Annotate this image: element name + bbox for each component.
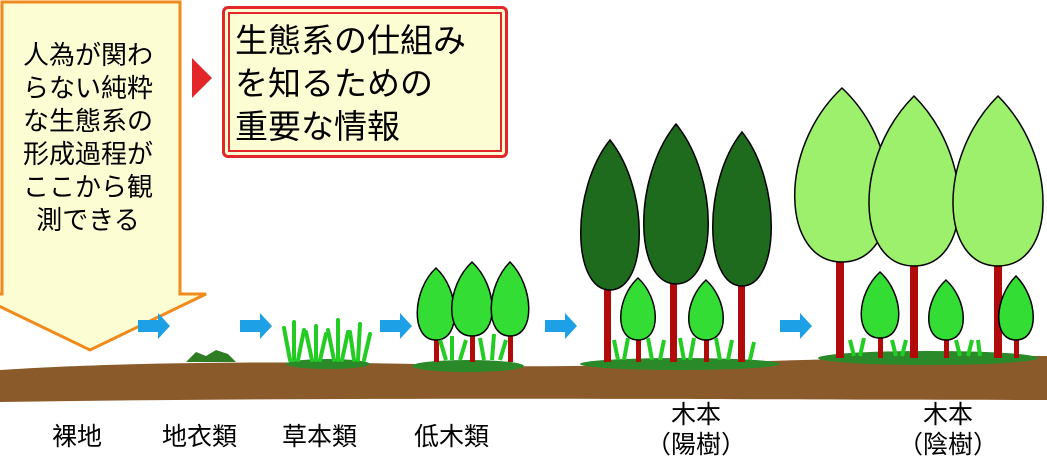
dark-tree	[580, 138, 640, 291]
stage-label-line: （陽樹）	[645, 430, 746, 459]
stage-label-line: 低木類	[414, 422, 490, 451]
callout-line: 形成過程が	[22, 140, 153, 170]
turf-herbs	[286, 359, 370, 369]
arrow-right-icon	[545, 313, 577, 339]
info-text: 生態系の仕組み を知るための 重要な情報	[235, 19, 466, 148]
stage-label-lichens: 地衣類	[162, 422, 237, 452]
arrow-right-icon	[780, 313, 812, 339]
callout-line: ここから観	[22, 173, 153, 203]
callout-line: な生態系の	[22, 107, 153, 137]
shrub-group	[416, 260, 530, 362]
turf-shade	[818, 351, 1038, 365]
callout-text: 人為が関わ らない純粋 な生態系の 形成過程が ここから観 測できる	[4, 40, 172, 238]
light-tree	[868, 94, 960, 267]
stage-label-shrubs: 低木類	[414, 422, 489, 452]
arrow-right-icon	[380, 313, 412, 339]
info-box: 生態系の仕組み を知るための 重要な情報	[222, 6, 508, 158]
shrub	[490, 260, 530, 337]
shrub	[451, 260, 493, 337]
shrub	[620, 276, 656, 341]
shrub	[860, 270, 900, 339]
lichen-patch	[186, 350, 236, 362]
info-line: 重要な情報	[235, 107, 400, 146]
sun-tree-group	[580, 122, 772, 362]
stage-label-line: 裸地	[52, 422, 103, 451]
info-line: 生態系の仕組み	[235, 21, 466, 60]
arrow-right-icon	[138, 313, 170, 339]
stage-label-bare-ground: 裸地	[52, 422, 102, 452]
stage-label-line: （陰樹）	[897, 430, 998, 459]
callout-line: 測できる	[36, 206, 140, 236]
dark-tree	[643, 122, 709, 285]
stage-label-line: 地衣類	[162, 422, 238, 451]
shrub	[688, 278, 724, 341]
shrub	[416, 266, 456, 341]
shrub	[928, 278, 964, 341]
stage-label-shade-trees: 木本 （陰樹）	[888, 400, 1008, 460]
shade-tree-group	[794, 86, 1044, 358]
light-tree	[952, 94, 1044, 267]
ground	[0, 356, 1047, 402]
flow-arrows	[138, 313, 812, 339]
turf-shrubs	[412, 360, 524, 372]
callout-line: 人為が関わ	[22, 41, 153, 71]
stage-label-herbs: 草本類	[282, 422, 357, 452]
callout-line: らない純粋	[22, 74, 153, 104]
dark-tree	[712, 130, 772, 287]
stage-label-sun-trees: 木本 （陽樹）	[636, 400, 756, 460]
turf-sun	[580, 358, 780, 370]
stage-label-line: 草本類	[282, 422, 358, 451]
red-pointer-icon	[192, 58, 212, 98]
herb-tufts	[282, 318, 372, 362]
arrow-right-icon	[240, 313, 272, 339]
info-line: を知るための	[235, 64, 433, 103]
stage-label-line: 木本	[670, 400, 721, 429]
stage-label-line: 木本	[922, 400, 973, 429]
shrub	[998, 274, 1034, 341]
